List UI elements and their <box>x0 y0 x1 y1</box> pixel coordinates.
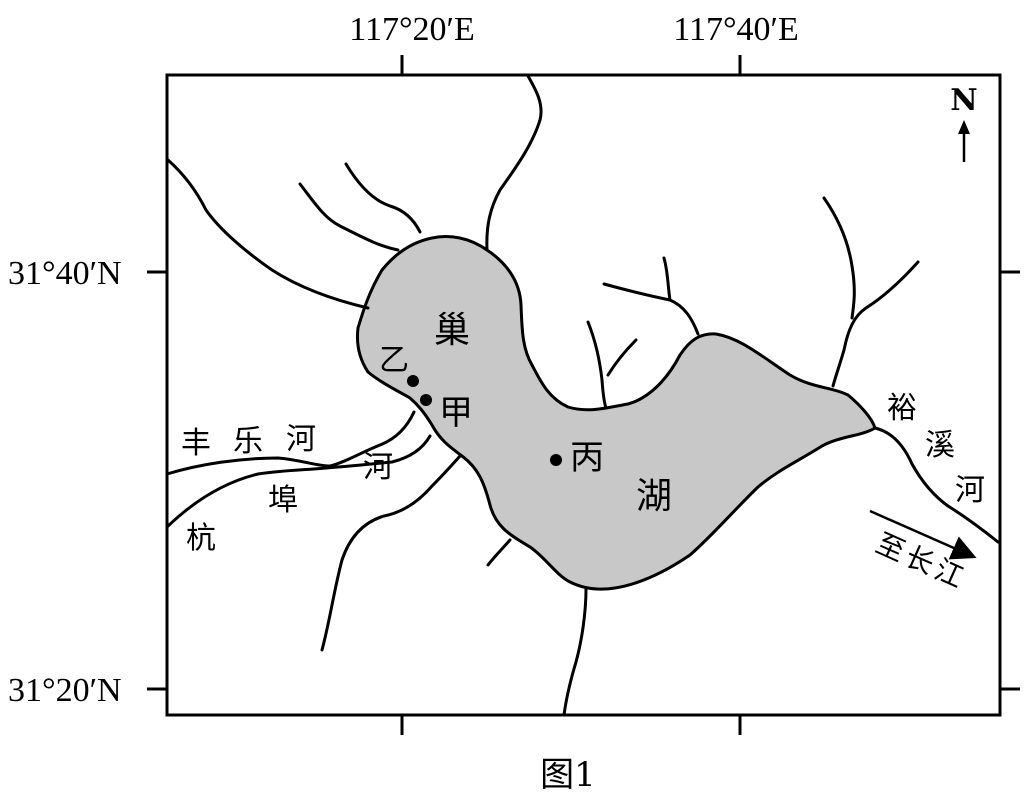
south-river <box>562 587 588 717</box>
yuxi-label-char-2: 溪 <box>925 428 955 463</box>
point-bing: 丙 <box>550 438 604 478</box>
yuxi-label-char-3: 河 <box>955 473 985 508</box>
point-yi-marker <box>407 375 419 387</box>
nc-tributary-3 <box>602 282 700 336</box>
nw-tributary-1 <box>166 158 370 310</box>
nc-tributary-4 <box>662 256 672 302</box>
fengle-label-char-3: 河 <box>286 422 316 457</box>
point-jia-marker <box>420 394 432 406</box>
point-bing-marker <box>550 454 562 466</box>
latitude-label-2: 31°20′N <box>8 672 122 709</box>
north-label: N <box>950 83 977 118</box>
point-jia-label: 甲 <box>439 393 473 433</box>
nc-tributary-2 <box>606 338 638 377</box>
yuxi-river <box>873 426 1000 544</box>
fengle-river <box>165 410 416 476</box>
nw-tributary-2 <box>298 182 400 252</box>
fengle-label-char-1: 丰 <box>181 426 211 461</box>
river-network <box>165 74 1000 717</box>
ne-tributary-2 <box>831 260 920 388</box>
yuxi-label-char-1: 裕 <box>887 391 917 426</box>
point-yi-label: 乙 <box>379 343 409 378</box>
sw-tributary-1 <box>320 454 462 652</box>
to-yangtze-label: 至 长 江 <box>871 527 968 595</box>
north-river <box>485 74 543 252</box>
point-jia: 甲 <box>420 393 473 433</box>
map-frame <box>165 73 1002 717</box>
longitude-label-1: 117°20′E <box>349 11 475 48</box>
figure-caption: 图1 <box>540 755 596 795</box>
nw-tributary-3 <box>344 162 422 234</box>
longitude-label-2: 117°40′E <box>673 11 799 48</box>
nc-tributary-1 <box>586 320 608 410</box>
hangbu-label-char-2: 埠 <box>268 483 298 518</box>
sw-tributary-2 <box>486 538 512 567</box>
hangbu-river <box>165 434 432 529</box>
hangbu-river-label: 杭 埠 河 <box>186 450 393 556</box>
lake-name-char-1: 巢 <box>434 310 470 351</box>
to-yangtze-arrow-icon <box>869 509 977 560</box>
fengle-river-label: 丰 乐 河 <box>181 422 316 461</box>
ne-tributary-1 <box>822 196 856 320</box>
point-yi: 乙 <box>379 343 419 387</box>
north-arrow-icon <box>958 120 970 162</box>
graticule-ticks <box>147 55 1020 735</box>
point-bing-label: 丙 <box>570 438 604 478</box>
hangbu-label-char-3: 河 <box>363 450 393 485</box>
fengle-label-char-2: 乐 <box>233 424 263 459</box>
yuxi-river-label: 裕 溪 河 <box>887 391 985 508</box>
latitude-label-1: 31°40′N <box>8 255 122 292</box>
lake-shape <box>356 235 877 591</box>
lake-name-char-2: 湖 <box>636 476 672 517</box>
hangbu-label-char-1: 杭 <box>186 521 216 556</box>
